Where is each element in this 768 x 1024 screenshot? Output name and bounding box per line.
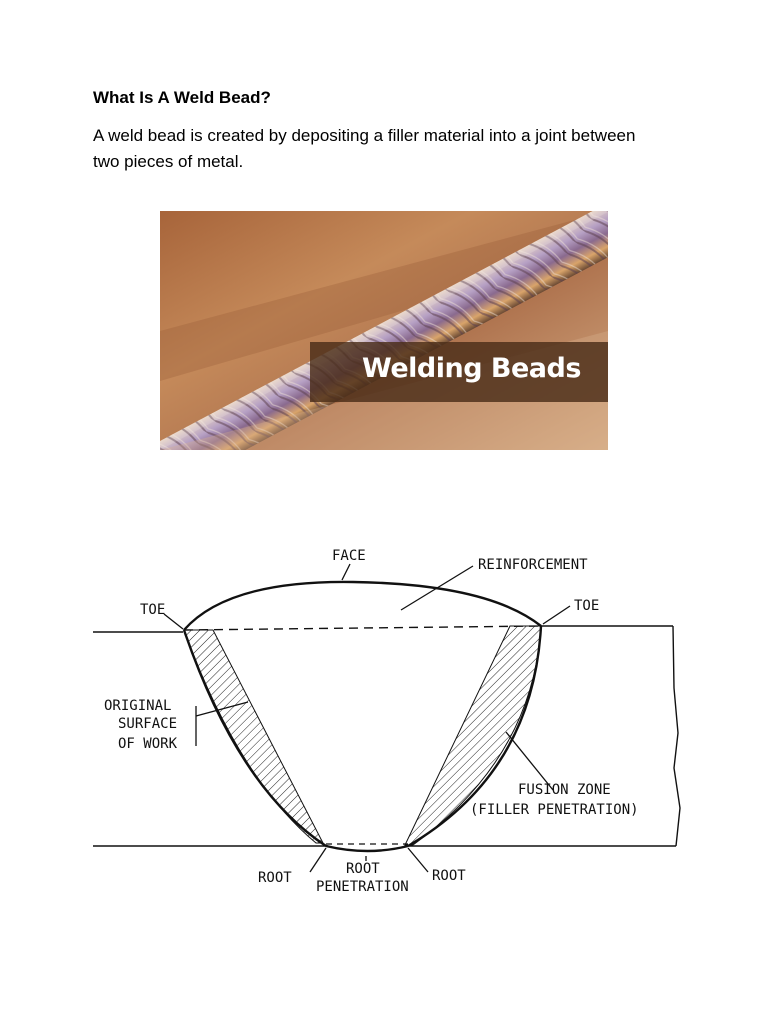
label-original-2: SURFACE xyxy=(118,716,177,732)
right-weld-boundary xyxy=(407,625,543,848)
label-original-1: ORIGINAL xyxy=(104,698,171,714)
label-root-right: ROOT xyxy=(432,868,466,884)
original-surface-line xyxy=(183,625,542,631)
label-face: FACE xyxy=(332,548,366,564)
weld-cross-section-diagram: FACE REINFORCEMENT TOE TOE ORIGINAL SURF… xyxy=(93,548,681,895)
page-heading: What Is A Weld Bead? xyxy=(93,88,271,107)
label-fusion-1: FUSION ZONE xyxy=(518,782,611,798)
original-surface-leader xyxy=(195,701,249,717)
label-original-3: OF WORK xyxy=(118,736,178,752)
weld-bead-photo: Welding Beads xyxy=(160,211,608,450)
toe-left-leader xyxy=(163,613,184,630)
left-weld-boundary xyxy=(182,629,327,848)
weld-photo-illustration xyxy=(160,211,608,450)
label-toe-left: TOE xyxy=(140,602,165,618)
label-fusion-2: (FILLER PENETRATION) xyxy=(470,802,639,818)
label-root-mid-1: ROOT xyxy=(346,861,380,877)
left-fusion-zone xyxy=(183,629,324,844)
photo-caption-text: Welding Beads xyxy=(362,353,581,384)
label-root-left: ROOT xyxy=(258,870,292,886)
root-left-leader xyxy=(309,847,327,873)
weld-face-curve xyxy=(183,580,542,631)
intro-paragraph: A weld bead is created by depositing a f… xyxy=(93,126,636,171)
label-reinforcement: REINFORCEMENT xyxy=(478,557,588,573)
label-root-mid-2: PENETRATION xyxy=(316,879,409,895)
face-leader xyxy=(341,563,351,581)
label-toe-right: TOE xyxy=(574,598,599,614)
photo-caption-banner: Welding Beads xyxy=(310,342,608,402)
toe-right-leader xyxy=(542,605,571,625)
root-curve xyxy=(325,844,409,853)
reinforcement-leader xyxy=(400,565,474,611)
fusion-zone-leader xyxy=(505,731,554,791)
root-right-leader xyxy=(407,847,429,873)
plate-right-edge xyxy=(672,625,681,847)
